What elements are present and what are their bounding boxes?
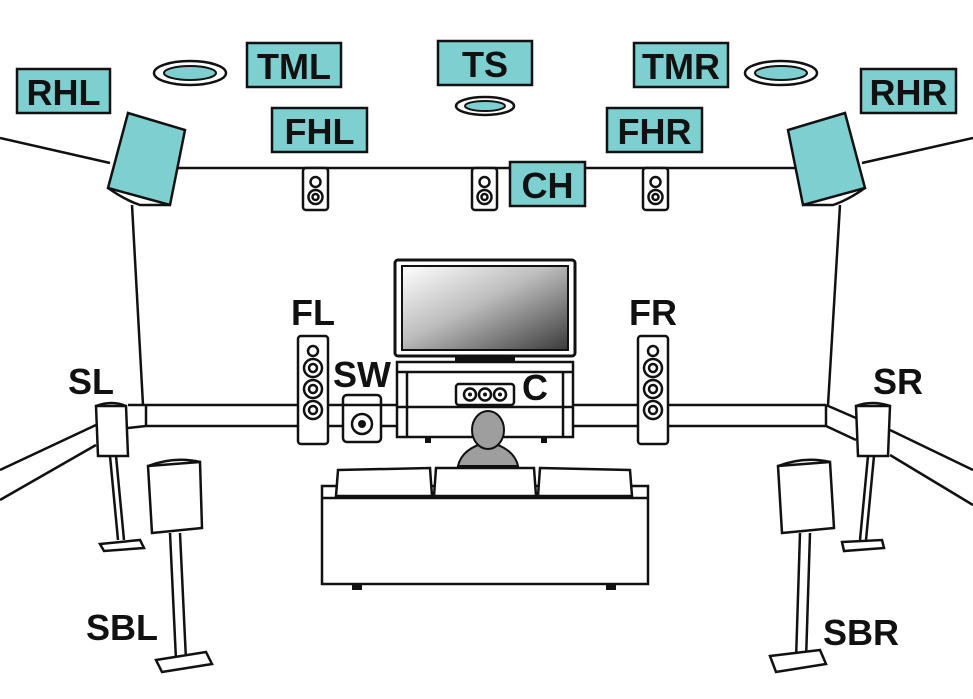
tag-rhr: RHR [859, 67, 958, 115]
ts-ceiling-speaker-icon [454, 95, 516, 117]
sl-speaker-icon [94, 401, 146, 553]
label-tml: TML [257, 46, 331, 87]
label-sbl: SBL [86, 607, 158, 648]
rhr-speaker-icon [786, 111, 867, 207]
listener-icon [456, 410, 520, 467]
sw-subwoofer-icon [341, 393, 383, 444]
tv-icon [393, 258, 577, 366]
label-fhr: FHR [618, 111, 692, 152]
sbr-speaker-icon [768, 458, 836, 674]
label-ch: CH [522, 165, 574, 206]
sbl-speaker-icon [146, 458, 214, 674]
tag-fhr: FHR [605, 106, 704, 154]
fhl-speaker-icon [301, 166, 330, 212]
label-rhl: RHL [27, 72, 101, 113]
tml-ceiling-speaker-icon [152, 59, 228, 87]
label-rhr: RHR [870, 72, 948, 113]
rhl-speaker-icon [106, 111, 187, 207]
label-sw: SW [333, 354, 391, 395]
label-ts: TS [462, 44, 508, 85]
tag-tml: TML [245, 41, 343, 89]
label-sbr: SBR [823, 612, 899, 653]
ch-speaker-icon [470, 166, 499, 212]
label-c: C [522, 367, 548, 408]
fl-speaker-icon [296, 334, 330, 446]
tag-rhl: RHL [15, 67, 112, 115]
sofa-icon [320, 466, 650, 590]
tmr-ceiling-speaker-icon [743, 59, 819, 87]
label-tmr: TMR [642, 46, 720, 87]
sr-speaker-icon [840, 401, 892, 553]
tag-ch: CH [508, 160, 587, 208]
fhr-speaker-icon [641, 166, 670, 212]
label-sr: SR [873, 361, 923, 402]
label-fhl: FHL [285, 111, 355, 152]
label-fr: FR [629, 292, 677, 333]
tag-tmr: TMR [632, 41, 730, 89]
label-fl: FL [291, 292, 335, 333]
label-sl: SL [68, 361, 114, 402]
tag-fhl: FHL [270, 106, 369, 154]
c-speaker-icon [454, 382, 516, 407]
fr-speaker-icon [636, 334, 670, 446]
tag-ts: TS [436, 39, 534, 87]
